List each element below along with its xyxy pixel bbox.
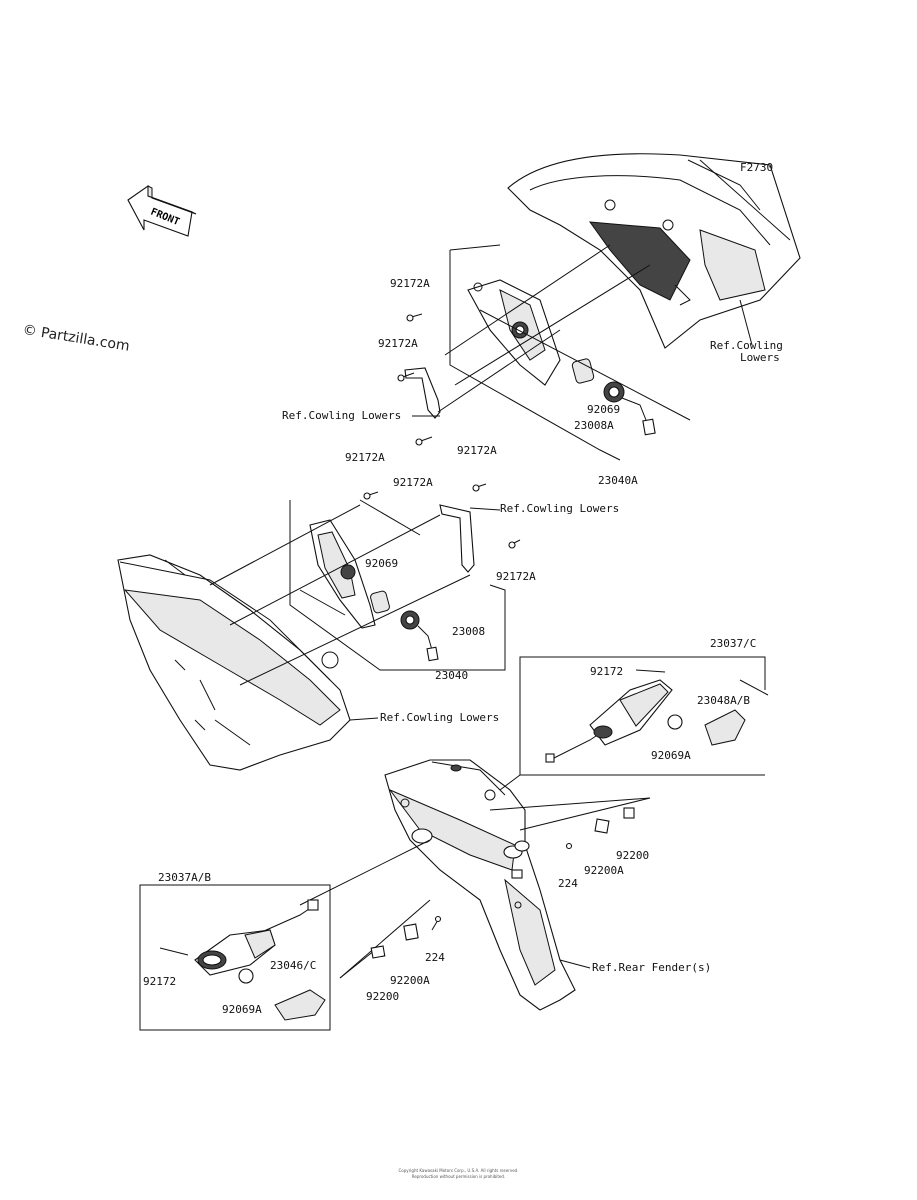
- leader-lines-upper: [437, 244, 691, 461]
- leader-rear-fender: [559, 959, 591, 969]
- diagram-code: F2730: [740, 161, 774, 174]
- left-cowling-lower-ref: [117, 554, 351, 771]
- leader-cowling-2: [469, 507, 501, 511]
- bulb-socket-upper: [571, 358, 656, 436]
- label-92200A: 92200A: [584, 864, 624, 877]
- label-92200-b: 92200: [366, 990, 400, 1003]
- label-ref-cowling-top-2: Lowers: [740, 351, 780, 364]
- label-23008: 23008: [452, 625, 486, 638]
- label-92172A-3: 92172A: [345, 451, 385, 464]
- label-23048AB: 23048A/B: [697, 694, 750, 707]
- label-92200A-b: 92200A: [390, 974, 430, 987]
- label-23040A: 23040A: [598, 474, 638, 487]
- label-92172: 92172: [590, 665, 624, 678]
- label-ref-cowling-lowers-3: Ref.Cowling Lowers: [380, 711, 500, 724]
- label-ref-rear-fender: Ref.Rear Fender(s): [592, 961, 712, 974]
- bracket-lower: [439, 504, 475, 573]
- label-23040: 23040: [435, 669, 469, 682]
- upper-cowling-ref: [507, 153, 801, 349]
- label-23046C: 23046/C: [270, 959, 317, 972]
- label-92172A-2: 92172A: [378, 337, 418, 350]
- rear-signal-box-left: [139, 839, 431, 1031]
- label-92172-b: 92172: [143, 975, 177, 988]
- label-92172A-4: 92172A: [393, 476, 433, 489]
- label-92069A: 92069A: [651, 749, 691, 762]
- label-ref-cowling-lowers-2: Ref.Cowling Lowers: [500, 502, 620, 515]
- leader-rear-right: [499, 774, 521, 791]
- label-ref-cowling-top-1: Ref.Cowling: [710, 339, 783, 352]
- label-23037AB: 23037A/B: [158, 871, 211, 884]
- rear-fender-ref: [384, 759, 576, 1011]
- label-92172A-5: 92172A: [457, 444, 497, 457]
- leader-lines-lower: [199, 499, 506, 711]
- label-92069-b: 92069: [365, 557, 399, 570]
- label-224-b: 224: [425, 951, 445, 964]
- label-23008A: 23008A: [574, 419, 614, 432]
- label-23037C: 23037/C: [710, 637, 757, 650]
- label-ref-cowling-lowers-1: Ref.Cowling Lowers: [282, 409, 402, 422]
- bracket-upper: [404, 367, 441, 419]
- turn-signal-23040: [309, 519, 376, 629]
- fender-hardware-lower: [339, 899, 442, 979]
- label-92200: 92200: [616, 849, 650, 862]
- rear-signal-box-right: [519, 656, 769, 776]
- fender-hardware-upper: [489, 797, 651, 850]
- turn-signal-23040A: [467, 279, 561, 386]
- label-92172A-1: 92172A: [390, 277, 430, 290]
- front-arrow-icon: FRONT: [127, 184, 197, 237]
- label-92069A-b: 92069A: [222, 1003, 262, 1016]
- label-92172A-6: 92172A: [496, 570, 536, 583]
- leader-cowling-top: [739, 299, 753, 346]
- label-92069: 92069: [587, 403, 621, 416]
- footer-line-1: Copyright Kawasaki Motors Corp., U.S.A. …: [398, 1168, 519, 1173]
- label-224: 224: [558, 877, 578, 890]
- screw-upper-group: [363, 313, 521, 549]
- bulb-socket-lower: [370, 590, 439, 662]
- leader-cowling-3: [349, 717, 379, 721]
- footer-line-2: Reproduction without permission is prohi…: [411, 1174, 506, 1179]
